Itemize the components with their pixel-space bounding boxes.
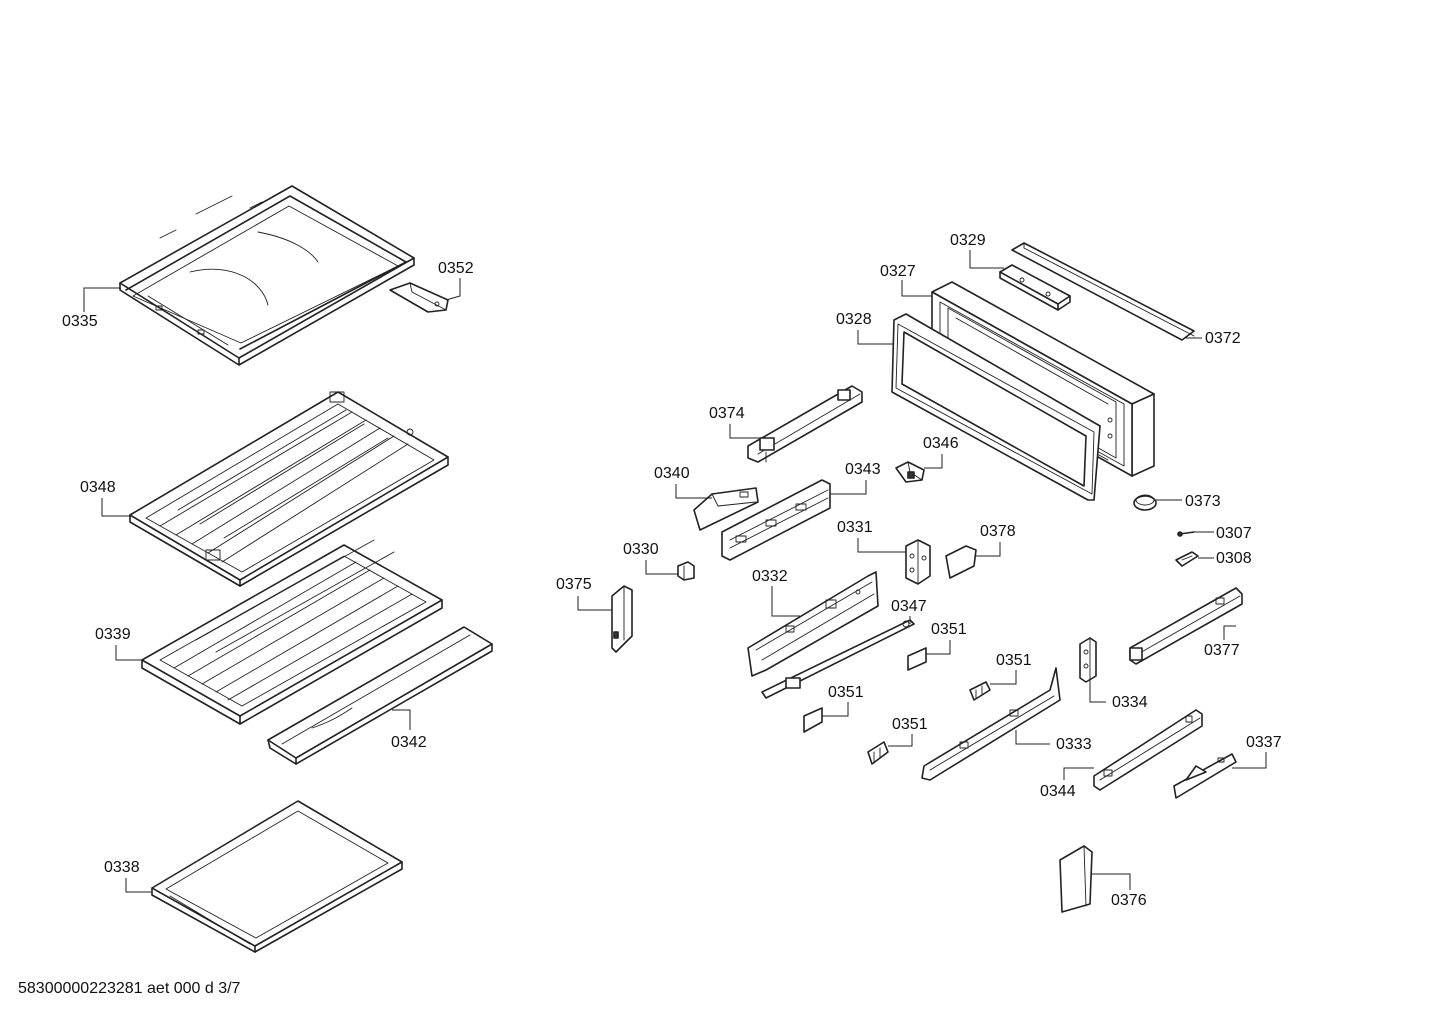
part-0338-glass-plate [151,800,403,953]
leader-0351c [822,702,849,717]
part-0342-front-strip [267,626,493,765]
leader-0328 [857,330,894,345]
leader-lines [83,250,1267,893]
part-0346-clip [895,461,925,483]
label-0351-c: 0351 [828,684,864,701]
part-0329-top-bar [999,264,1071,311]
part-0337-rail-end [1173,753,1237,799]
label-0332: 0332 [752,568,788,585]
document-reference-footer: 58300000223281 aet 000 d 3/7 [18,980,241,997]
leader-0343 [830,480,867,495]
label-0351-a: 0351 [931,621,967,638]
leader-0346 [924,454,943,469]
leader-0374 [729,424,760,439]
leader-0351d [888,734,913,747]
leader-0331 [857,538,906,553]
leader-0329 [969,250,1004,269]
label-0335: 0335 [62,313,98,330]
label-0330: 0330 [623,541,659,558]
label-0342: 0342 [391,734,427,751]
part-0351-pad-c [803,707,823,733]
label-0340: 0340 [654,465,690,482]
label-0344: 0344 [1040,783,1076,800]
label-0343: 0343 [845,461,881,478]
leader-0377 [1223,625,1236,640]
part-0378-pad [945,545,977,579]
part-0344-rail [1093,709,1203,791]
part-0348-ribbed-shelf [129,391,449,587]
leader-0342 [392,709,411,730]
leader-0348 [101,498,130,517]
part-0339-ribbed-tray [141,539,443,725]
part-0308-clip [1175,551,1199,567]
part-0330-clip [677,561,695,581]
label-0337: 0337 [1246,734,1282,751]
leader-0332 [771,586,800,617]
part-0331-plate [905,539,931,585]
leader-0330 [645,560,678,575]
label-0373: 0373 [1185,493,1221,510]
label-0374: 0374 [709,405,745,422]
leader-0351b [990,670,1017,685]
part-0307-screw [1177,531,1195,537]
label-0328: 0328 [836,311,872,328]
label-0339: 0339 [95,626,131,643]
part-0343-telescopic-rail [721,479,831,561]
leader-0375 [577,596,612,611]
label-0375: 0375 [556,576,592,593]
label-0308: 0308 [1216,550,1252,567]
label-0378: 0378 [980,523,1016,540]
label-0331: 0331 [837,519,873,536]
leader-0340 [675,484,712,499]
label-0329: 0329 [950,232,986,249]
leader-0334 [1089,680,1106,703]
part-0375-end-cap [611,585,633,653]
label-0333: 0333 [1056,736,1092,753]
part-0334-plate [1079,637,1097,683]
leader-0378 [976,542,1001,557]
label-0307: 0307 [1216,525,1252,542]
label-0351-b: 0351 [996,652,1032,669]
label-0338: 0338 [104,859,140,876]
leader-0335 [83,287,120,312]
leader-0351a [926,640,951,655]
label-0347: 0347 [891,598,927,615]
part-0376-end-cap [1059,845,1093,913]
part-0373-ring [1133,494,1157,511]
part-0352-clip [389,282,449,313]
leader-0344 [1063,767,1094,780]
leader-0352 [445,278,461,301]
part-0351-pad-b [969,681,991,701]
leader-0376 [1092,873,1131,890]
part-0351-pad-d [867,741,889,765]
leader-0338 [125,878,152,893]
label-0352: 0352 [438,260,474,277]
part-0335-shelf-frame [119,185,415,366]
part-0351-pad-a [907,647,927,671]
label-0376: 0376 [1111,892,1147,909]
label-0348: 0348 [80,479,116,496]
part-labels: 0335 0352 0348 0339 0342 0338 0329 0327 … [62,232,1282,909]
leader-0337 [1232,752,1267,769]
label-0351-d: 0351 [892,716,928,733]
part-0372-seal-strip [1011,242,1195,341]
label-0346: 0346 [923,435,959,452]
leader-0339 [115,645,142,661]
part-0374-slider-rail [747,385,863,463]
label-0327: 0327 [880,263,916,280]
label-0334: 0334 [1112,694,1148,711]
part-0333-long-rail [921,667,1061,781]
label-0377: 0377 [1204,642,1240,659]
part-0347-rod [761,619,915,699]
part-0328-door-gasket [891,313,1101,501]
label-0372: 0372 [1205,330,1241,347]
part-0332-rail-bracket [747,571,879,677]
leader-0333 [1015,730,1050,745]
leader-0327 [901,280,932,297]
part-0377-slider-rail [1129,587,1243,665]
